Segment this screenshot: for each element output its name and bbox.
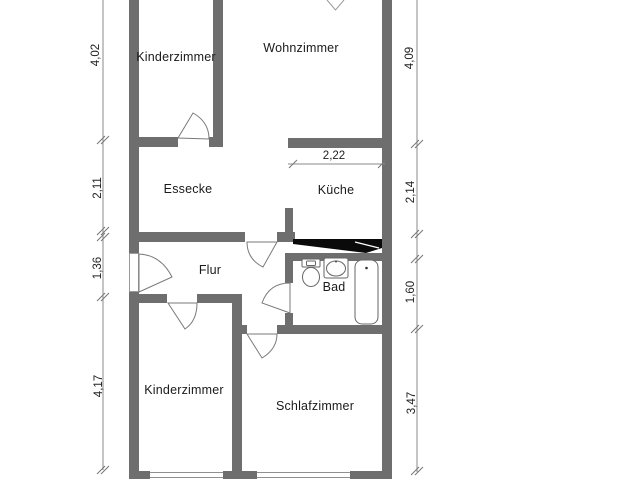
dimension-label-right-3: 1,60 [405, 280, 417, 304]
dimension-label-right-1: 4,09 [404, 46, 416, 70]
door-kinderzimmer-top-icon [177, 112, 210, 140]
wall-left-outer-upper [129, 0, 139, 253]
wall-essecke-flur-b [277, 232, 295, 242]
bathtub-icon [354, 259, 379, 325]
door-kinderzimmer-bottom-icon [167, 302, 198, 330]
toilet-icon [301, 258, 321, 287]
dimension-label-right-4: 3,47 [406, 391, 418, 415]
dimension-line-right [410, 0, 424, 476]
dimension-line-kueche [288, 159, 387, 169]
wall-wohnzimmer-kueche [288, 138, 382, 148]
door-essecke-flur-icon [246, 241, 278, 268]
door-bad-icon [261, 282, 291, 314]
wall-kinderzimmer-essecke-a [139, 137, 178, 147]
wall-kueche-essecke-stub [285, 208, 293, 242]
window-schlafzimmer [257, 472, 350, 478]
wall-schlafzimmer-top-a [242, 325, 247, 334]
wall-bottom-outer-c [350, 471, 392, 479]
wall-flur-bad-b [285, 313, 293, 325]
wall-left-outer-lower [129, 292, 139, 479]
shaft-wedge [293, 239, 382, 253]
room-label-kueche: Küche [317, 183, 355, 197]
room-label-bad: Bad [322, 280, 346, 294]
room-label-wohnzimmer: Wohnzimmer [263, 41, 339, 55]
wall-kinderzimmer-wohnzimmer [213, 0, 223, 147]
dimension-label-kueche-width: 2,22 [322, 150, 346, 162]
dimension-label-left-1: 4,02 [90, 43, 102, 67]
wall-essecke-flur-a [139, 232, 245, 242]
room-label-kinderzimmer-bottom: Kinderzimmer [144, 383, 224, 397]
door-schlafzimmer-icon [246, 333, 278, 359]
door-wohnzimmer-top-icon [326, 0, 345, 11]
wall-flur-bottom-b [197, 294, 242, 303]
sink-icon [323, 257, 349, 279]
window-kinderzimmer-bottom [150, 472, 223, 478]
dimension-label-left-4: 4,17 [93, 374, 105, 398]
door-entrance-icon [138, 253, 173, 293]
entrance-door-frame [129, 253, 139, 292]
wall-flur-bottom-a [139, 294, 167, 303]
dimension-label-left-3: 1,36 [92, 256, 104, 280]
room-label-kinderzimmer-top: Kinderzimmer [136, 50, 216, 64]
dimension-label-left-2: 2,11 [92, 177, 104, 199]
room-label-schlafzimmer: Schlafzimmer [275, 399, 355, 413]
wall-bottom-outer-b [223, 471, 257, 479]
wall-kinderzimmer-schlafzimmer [232, 303, 242, 471]
wall-flur-bad-a [285, 253, 293, 283]
wall-right-outer [382, 0, 392, 479]
wall-bottom-outer-a [129, 471, 150, 479]
room-label-flur: Flur [198, 263, 222, 277]
dimension-label-right-2: 2,14 [405, 180, 417, 204]
wall-kinderzimmer-essecke-b [209, 137, 213, 147]
dimension-line-left [96, 0, 110, 475]
wall-schlafzimmer-top-b [277, 325, 382, 334]
room-label-essecke: Essecke [163, 182, 213, 196]
wall-bad-top [290, 253, 382, 261]
